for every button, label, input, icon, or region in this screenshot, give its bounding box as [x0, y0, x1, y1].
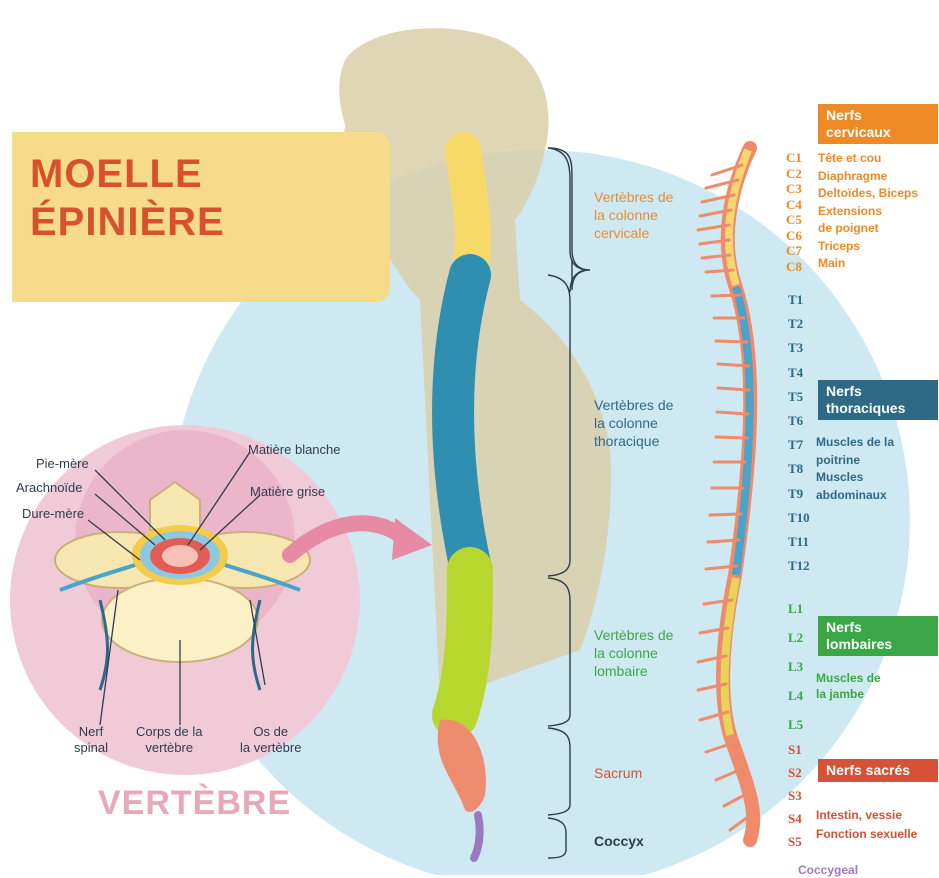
- code-s2: S2: [788, 761, 802, 784]
- code-t6: T6: [788, 409, 810, 433]
- code-t2: T2: [788, 312, 810, 336]
- code-t8: T8: [788, 457, 810, 481]
- code-c3: C3: [786, 181, 802, 197]
- code-t10: T10: [788, 506, 810, 530]
- func-c-5: Triceps: [818, 238, 918, 256]
- code-c7: C7: [786, 243, 802, 259]
- code-t12: T12: [788, 554, 810, 578]
- code-s3: S3: [788, 784, 802, 807]
- label-corps-vertebre: Corps de la vertèbre: [136, 724, 202, 756]
- segment-coccyx: Coccyx: [594, 832, 644, 850]
- code-s5: S5: [788, 830, 802, 853]
- func-c-0: Tête et cou: [818, 150, 918, 168]
- page-title: MOELLE ÉPINIÈRE: [30, 150, 225, 246]
- label-matiere-grise: Matière grise: [250, 484, 325, 500]
- tag-thoracic: Nerfs thoraciques: [818, 380, 938, 420]
- func-t-0: Muscles de la: [816, 434, 894, 452]
- code-l2: L2: [788, 623, 803, 652]
- code-t3: T3: [788, 336, 810, 360]
- label-coccygeal: Coccygeal: [798, 862, 858, 878]
- segment-thoracic: Vertèbres de la colonne thoracique: [594, 396, 673, 450]
- code-l3: L3: [788, 652, 803, 681]
- label-nerf-spinal: Nerf spinal: [74, 724, 108, 756]
- segment-sacrum: Sacrum: [594, 764, 642, 782]
- func-c-6: Main: [818, 255, 918, 273]
- code-s4: S4: [788, 807, 802, 830]
- title-line-2: ÉPINIÈRE: [30, 198, 225, 246]
- code-t4: T4: [788, 361, 810, 385]
- codes-cervical: C1 C2 C3 C4 C5 C6 C7 C8: [786, 150, 802, 274]
- code-l4: L4: [788, 681, 803, 710]
- functions-thoracic: Muscles de la poitrine Muscles abdominau…: [816, 434, 894, 504]
- title-line-1: MOELLE: [30, 150, 225, 198]
- codes-lumbar: L1 L2 L3 L4 L5: [788, 594, 803, 739]
- code-t9: T9: [788, 482, 810, 506]
- label-pie-mere: Pie-mère: [36, 456, 89, 472]
- code-c6: C6: [786, 228, 802, 244]
- func-c-3: Extensions: [818, 203, 918, 221]
- func-s-1: Fonction sexuelle: [816, 825, 917, 844]
- code-t1: T1: [788, 288, 810, 312]
- func-s-0: Intestin, vessie: [816, 806, 917, 825]
- code-c8: C8: [786, 259, 802, 275]
- code-c1: C1: [786, 150, 802, 166]
- label-os-vertebre: Os de la vertèbre: [240, 724, 301, 756]
- code-t5: T5: [788, 385, 810, 409]
- segment-lumbar: Vertèbres de la colonne lombaire: [594, 626, 673, 680]
- code-c2: C2: [786, 166, 802, 182]
- func-c-4: de poignet: [818, 220, 918, 238]
- label-matiere-blanche: Matière blanche: [248, 442, 341, 458]
- functions-sacral: Intestin, vessie Fonction sexuelle: [816, 806, 917, 844]
- tag-cervical: Nerfs cervicaux: [818, 104, 938, 144]
- func-c-2: Deltoïdes, Biceps: [818, 185, 918, 203]
- func-t-3: abdominaux: [816, 487, 894, 505]
- tag-lumbar: Nerfs lombaires: [818, 616, 938, 656]
- codes-thoracic: T1 T2 T3 T4 T5 T6 T7 T8 T9 T10 T11 T12: [788, 288, 810, 578]
- code-l1: L1: [788, 594, 803, 623]
- func-t-1: poitrine: [816, 452, 894, 470]
- code-c5: C5: [786, 212, 802, 228]
- func-l-0: Muscles de: [816, 670, 881, 686]
- code-l5: L5: [788, 710, 803, 739]
- label-dure-mere: Dure-mère: [22, 506, 84, 522]
- vertebra-title: VERTÈBRE: [98, 784, 291, 823]
- func-t-2: Muscles: [816, 469, 894, 487]
- label-arachnoide: Arachnoïde: [16, 480, 83, 496]
- tag-sacral: Nerfs sacrés: [818, 759, 938, 782]
- segment-cervical: Vertèbres de la colonne cervicale: [594, 188, 673, 242]
- code-t11: T11: [788, 530, 810, 554]
- codes-sacral: S1 S2 S3 S4 S5: [788, 738, 802, 853]
- functions-cervical: Tête et cou Diaphragme Deltoïdes, Biceps…: [818, 150, 918, 273]
- code-s1: S1: [788, 738, 802, 761]
- func-l-1: la jambe: [816, 686, 881, 702]
- functions-lumbar: Muscles de la jambe: [816, 670, 881, 702]
- code-c4: C4: [786, 197, 802, 213]
- func-c-1: Diaphragme: [818, 168, 918, 186]
- code-t7: T7: [788, 433, 810, 457]
